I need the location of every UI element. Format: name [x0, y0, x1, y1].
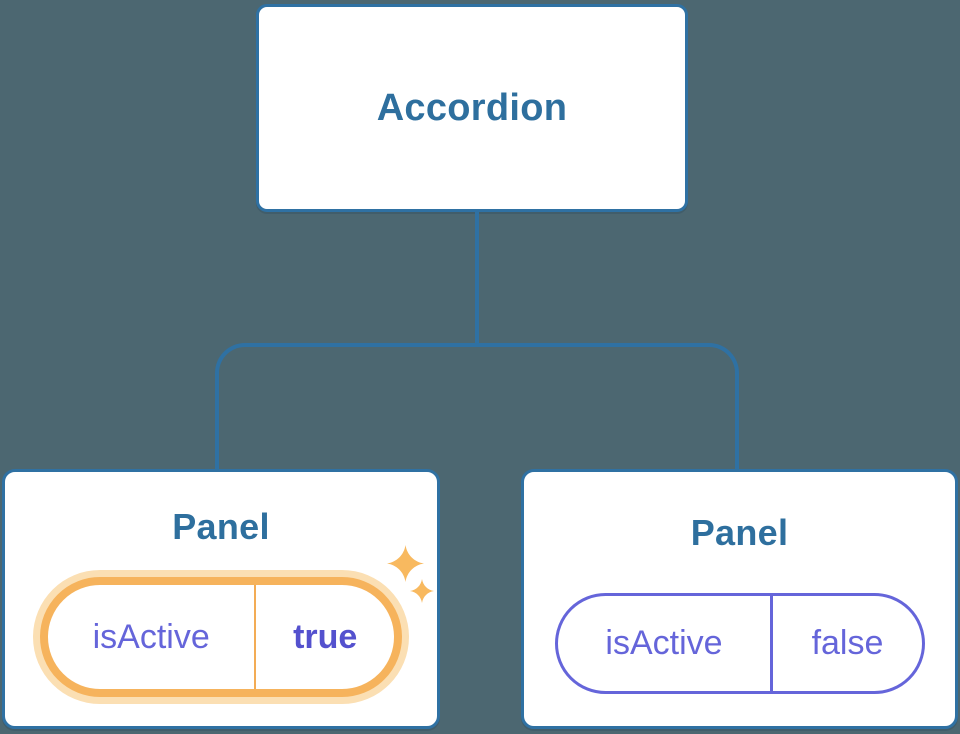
panel-node-active: Panel isActive true — [2, 469, 440, 729]
sparkle-small-icon — [410, 579, 434, 603]
connector-bracket — [215, 343, 739, 469]
accordion-node: Accordion — [256, 4, 688, 212]
accordion-node-label: Accordion — [376, 86, 568, 129]
state-value: true — [293, 617, 358, 656]
state-key: isActive — [92, 617, 210, 656]
pill-divider — [254, 585, 257, 689]
panel-node-label: Panel — [690, 512, 789, 553]
state-value: false — [811, 624, 884, 662]
state-pill-inactive: isActive false — [554, 593, 925, 694]
panel-node-label: Panel — [172, 506, 270, 547]
sparkle-large-icon — [387, 545, 424, 582]
connector-stem — [475, 212, 479, 345]
state-key: isActive — [605, 624, 723, 662]
panel-node-inactive: Panel isActive false — [521, 469, 958, 729]
state-pill-active: isActive true — [40, 577, 402, 697]
pill-divider — [770, 596, 774, 691]
